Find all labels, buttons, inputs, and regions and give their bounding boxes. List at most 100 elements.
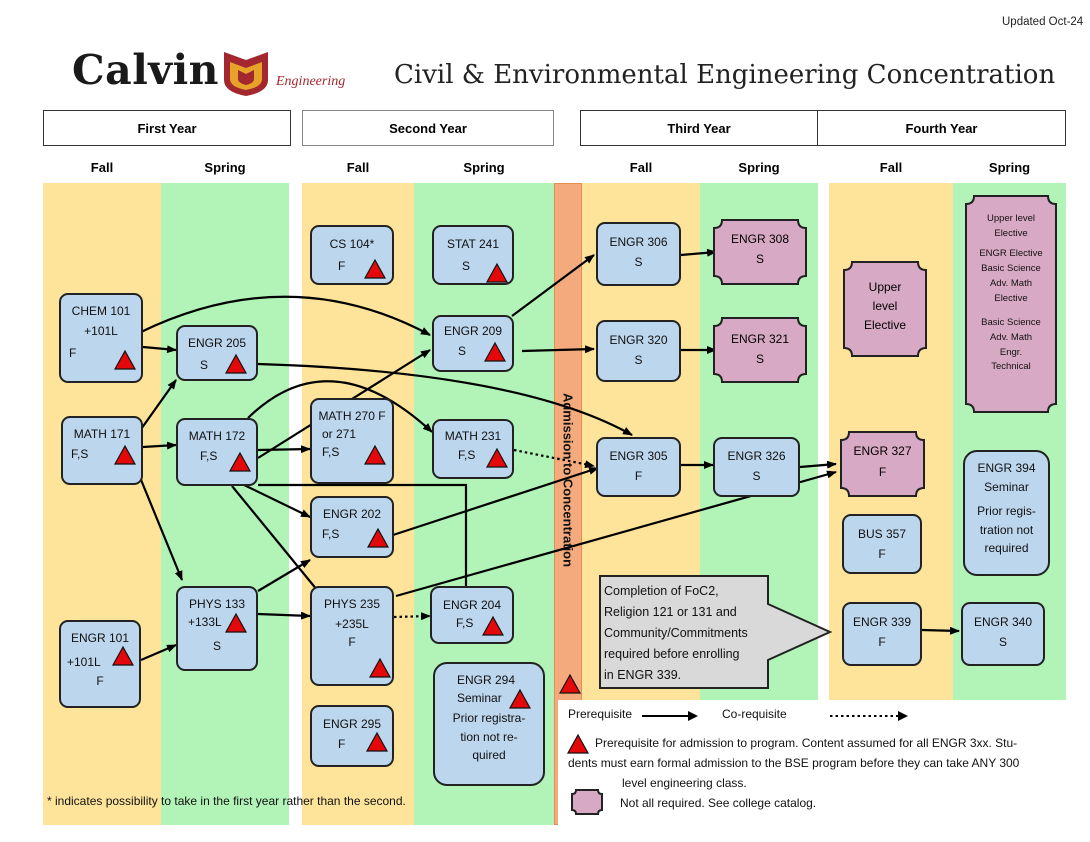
completion-note-line: Community/Commitments bbox=[604, 626, 748, 640]
course-engr305: ENGR 305 F bbox=[596, 437, 681, 497]
course-code: ENGR 327 bbox=[853, 444, 912, 458]
course-code: ENGR 202 bbox=[322, 507, 382, 521]
elective-line: Technical bbox=[991, 361, 1031, 373]
course-code: ENGR 204 bbox=[442, 598, 502, 612]
course-engr320: ENGR 320 S bbox=[596, 320, 681, 382]
course-term: F bbox=[96, 674, 104, 689]
elective-line: Basic Science bbox=[981, 263, 1041, 275]
warning-triangle-icon bbox=[111, 645, 135, 666]
course-term: F,S bbox=[71, 447, 89, 462]
course-term: F bbox=[348, 635, 356, 650]
course-code: STAT 241 bbox=[446, 237, 500, 251]
course-lab: +235L bbox=[335, 617, 369, 632]
course-lab: +101L bbox=[67, 655, 101, 670]
legend-triangle-text: Prerequisite for admission to program. C… bbox=[595, 736, 1018, 750]
completion-note-line: required before enrolling bbox=[604, 647, 740, 661]
warning-triangle-icon bbox=[368, 657, 392, 678]
warning-triangle-icon bbox=[481, 615, 505, 636]
elective-line: Engr. bbox=[999, 346, 1023, 358]
course-code: ENGR 305 bbox=[609, 449, 668, 463]
course-code: MATH 270 F bbox=[318, 409, 386, 423]
logo-engineering: Engineering bbox=[276, 74, 346, 89]
course-engr340: ENGR 340 S bbox=[961, 602, 1045, 666]
course-code: CHEM 101 bbox=[71, 304, 131, 318]
course-term: S bbox=[755, 352, 764, 366]
course-term: S bbox=[458, 344, 467, 359]
course-term: F bbox=[338, 259, 346, 274]
course-term: S bbox=[755, 252, 764, 266]
completion-note-line: Religion 121 or 131 and bbox=[604, 605, 737, 619]
course-term: F,S bbox=[200, 449, 218, 464]
course-code: CS 104* bbox=[329, 237, 375, 251]
course-code: PHYS 133 bbox=[188, 597, 246, 611]
course-note: Prior registra- bbox=[452, 711, 526, 726]
course-code: MATH 172 bbox=[188, 429, 246, 443]
course-code: ENGR 321 bbox=[730, 332, 790, 346]
elective-line: Adv. Math bbox=[989, 332, 1033, 344]
legend-elective-text: Not all required. See college catalog. bbox=[620, 796, 817, 810]
semester-label-fall: Fall bbox=[346, 160, 370, 175]
shield-logo-icon bbox=[224, 52, 268, 96]
course-engr308: ENGR 308 S bbox=[714, 230, 806, 268]
completion-note-arrow bbox=[599, 575, 833, 689]
course-term: F,S bbox=[456, 616, 474, 631]
course-term: S bbox=[200, 358, 209, 373]
course-engr339: ENGR 339 F bbox=[842, 602, 922, 666]
course-term: F bbox=[878, 465, 887, 480]
course-engr394: ENGR 394 Seminar Prior regis- tration no… bbox=[963, 450, 1050, 576]
elective-line: Adv. Math bbox=[989, 277, 1033, 289]
course-code: ENGR 205 bbox=[187, 336, 247, 350]
warning-triangle-icon bbox=[113, 349, 137, 370]
course-term: F,S bbox=[322, 527, 340, 542]
course-term: F,S bbox=[458, 448, 476, 463]
course-note: Prior regis- bbox=[977, 504, 1036, 519]
warning-triangle-icon bbox=[558, 673, 582, 694]
course-code: ENGR 209 bbox=[443, 324, 503, 338]
column-y1-fall bbox=[43, 183, 161, 825]
course-engr205: ENGR 205 S bbox=[176, 325, 258, 381]
course-code: MATH 171 bbox=[73, 427, 131, 441]
course-engr306: ENGR 306 S bbox=[596, 222, 681, 286]
upper-elective-spring-shape bbox=[965, 195, 1057, 413]
course-math171: MATH 171 F,S bbox=[61, 416, 143, 485]
course-code: ENGR 394 bbox=[977, 461, 1036, 475]
course-code: ENGR 308 bbox=[730, 232, 790, 246]
legend-elective-swatch bbox=[571, 789, 603, 815]
course-term: S bbox=[462, 259, 471, 274]
year-header-third: Third Year bbox=[580, 110, 818, 146]
course-engr295: ENGR 295 F bbox=[310, 705, 394, 767]
semester-label-spring: Spring bbox=[463, 160, 505, 175]
course-code: BUS 357 bbox=[857, 527, 907, 541]
course-note: required bbox=[984, 540, 1029, 555]
legend-triangle-text: dents must earn formal admission to the … bbox=[568, 756, 1020, 770]
course-code: ENGR 101 bbox=[70, 631, 130, 645]
course-bus357: BUS 357 F bbox=[842, 514, 922, 574]
warning-triangle-icon bbox=[228, 451, 252, 472]
elective-line: ENGR Elective bbox=[979, 248, 1043, 260]
course-or: or 271 bbox=[322, 427, 357, 442]
elective-line: Upper level bbox=[986, 213, 1036, 224]
course-title: Upper bbox=[868, 280, 902, 294]
warning-triangle-icon bbox=[483, 341, 507, 362]
course-phys133: PHYS 133 +133L S bbox=[176, 586, 258, 671]
course-note: tration not bbox=[979, 522, 1034, 537]
warning-triangle-icon bbox=[366, 527, 390, 548]
course-term: S bbox=[212, 639, 221, 654]
engr327-shape bbox=[840, 431, 925, 497]
course-engr326: ENGR 326 S bbox=[713, 437, 800, 497]
semester-label-spring: Spring bbox=[738, 160, 780, 175]
course-term: F bbox=[338, 737, 346, 752]
legend-panel bbox=[558, 700, 1090, 830]
course-code: PHYS 235 bbox=[323, 597, 381, 611]
course-code: ENGR 306 bbox=[609, 235, 668, 249]
course-title: Elective bbox=[863, 318, 907, 333]
course-math231: MATH 231 F,S bbox=[432, 419, 514, 479]
course-lab: +133L bbox=[188, 615, 222, 630]
semester-label-fall: Fall bbox=[879, 160, 903, 175]
course-type: Seminar bbox=[457, 691, 502, 706]
year-header-first: First Year bbox=[43, 110, 291, 146]
course-code: ENGR 294 bbox=[457, 673, 516, 687]
course-note: tion not re- bbox=[460, 729, 518, 744]
course-engr204: ENGR 204 F,S bbox=[430, 586, 514, 644]
